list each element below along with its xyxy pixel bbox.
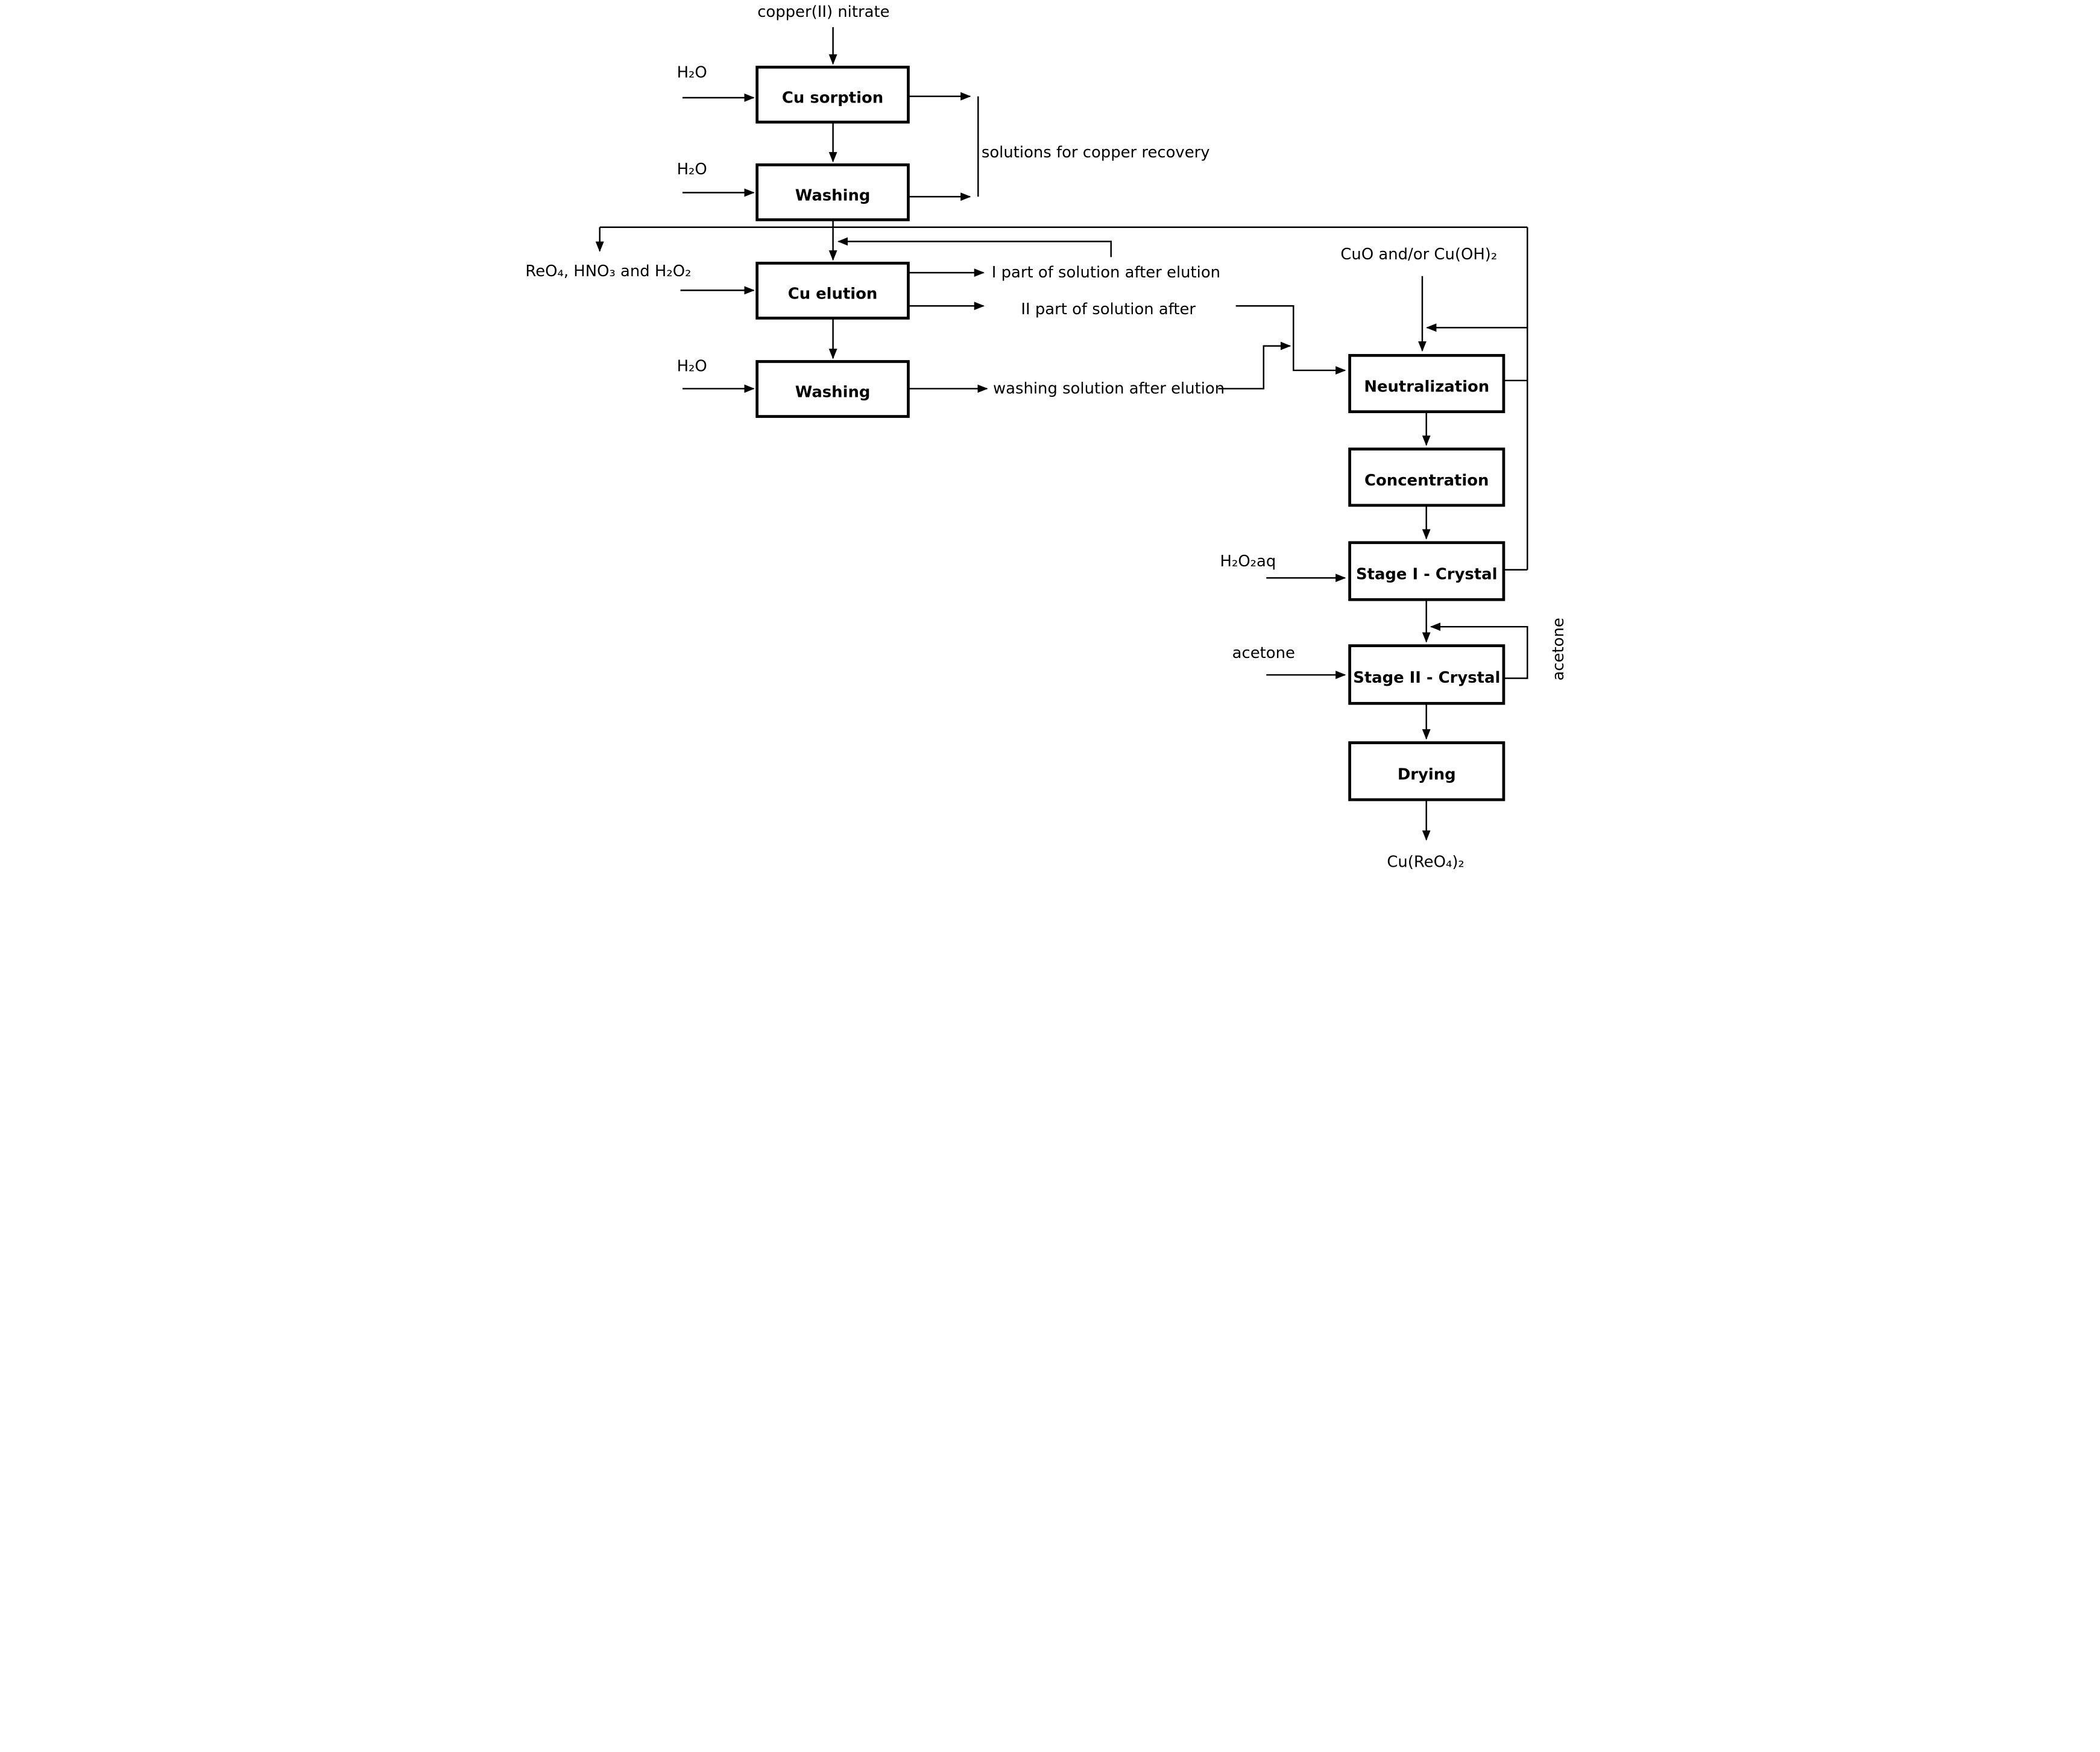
node-neutralization: Neutralization <box>1348 353 1506 414</box>
node-stage-2-box <box>1348 644 1506 705</box>
node-stage-2: Stage II - Crystal <box>1348 644 1506 705</box>
label-cuo-feed: CuO and/or Cu(OH)₂ <box>1340 245 1497 264</box>
node-cu-sorption-box <box>755 65 910 124</box>
label-h2o-1: H₂O <box>677 63 707 81</box>
label-product: Cu(ReO₄)₂ <box>1387 853 1464 871</box>
node-washing-2-box <box>755 360 910 418</box>
label-h2o2aq-feed: H₂O₂aq <box>1220 552 1276 571</box>
edge-washing-solution-merge <box>1218 341 1291 390</box>
node-washing-1: Washing <box>755 163 910 221</box>
node-stage-2-label: Stage II - Crystal <box>1353 669 1500 687</box>
node-cu-sorption: Cu sorption <box>755 65 910 124</box>
node-washing-2: Washing <box>755 360 910 418</box>
label-solutions-recovery: solutions for copper recovery <box>982 144 1210 162</box>
node-concentration-box <box>1348 447 1506 507</box>
label-h2o-3: H₂O <box>677 357 707 375</box>
node-washing-1-label: Washing <box>795 186 871 204</box>
node-neutralization-box <box>1348 353 1506 414</box>
edge-acetone-recycle-loop <box>1430 622 1528 679</box>
node-drying: Drying <box>1348 741 1506 802</box>
node-cu-elution-box <box>755 262 910 320</box>
node-concentration: Concentration <box>1348 447 1506 507</box>
label-acetone-recycle: acetone <box>1550 618 1568 680</box>
label-part-2: II part of solution after <box>1021 300 1196 318</box>
node-washing-2-label: Washing <box>795 384 871 402</box>
label-h2o-2: H₂O <box>677 160 707 179</box>
node-washing-1-box <box>755 163 910 221</box>
label-washing-solution: washing solution after elution <box>993 379 1225 397</box>
label-copper-nitrate: copper(II) nitrate <box>757 3 889 21</box>
node-drying-box <box>1348 741 1506 802</box>
node-neutralization-label: Neutralization <box>1364 378 1489 396</box>
edge-part2-to-neutralization <box>1235 305 1346 375</box>
edge-recycle-into-cu-elution <box>837 237 1112 258</box>
node-stage-1: Stage I - Crystal <box>1348 541 1506 601</box>
label-hreo4-feed: HReO₄, HNO₃ and H₂O₂ <box>525 262 691 280</box>
label-part-1: I part of solution after elution <box>992 264 1220 282</box>
label-acetone-feed: acetone <box>1232 644 1295 662</box>
node-cu-elution-label: Cu elution <box>788 285 878 303</box>
node-cu-sorption-label: Cu sorption <box>782 89 883 107</box>
diagram-background <box>525 0 1575 877</box>
node-stage-1-box <box>1348 541 1506 601</box>
node-drying-label: Drying <box>1398 765 1456 783</box>
node-cu-elution: Cu elution <box>755 262 910 320</box>
node-concentration-label: Concentration <box>1364 472 1489 490</box>
node-stage-1-label: Stage I - Crystal <box>1356 566 1498 584</box>
